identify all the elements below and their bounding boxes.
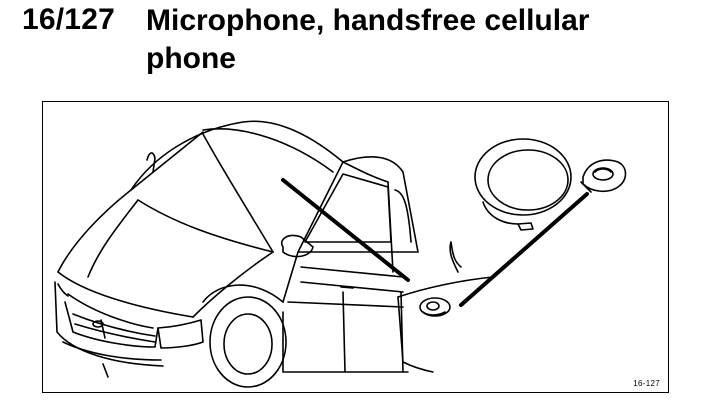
cable-coil-icon [474,138,572,231]
figure-frame: 16-127 [42,101,669,393]
leader-line-car [281,178,410,282]
car-illustration-icon [54,120,419,388]
section-number: 16/127 [22,3,115,36]
headliner-panel-icon [397,241,494,373]
leader-lines [281,178,589,307]
microphone-icon [580,159,627,193]
section-title: Microphone, handsfree cellular phone [146,4,590,75]
leader-line-microphone [459,192,589,307]
figure-reference-code: 16-127 [633,379,660,388]
